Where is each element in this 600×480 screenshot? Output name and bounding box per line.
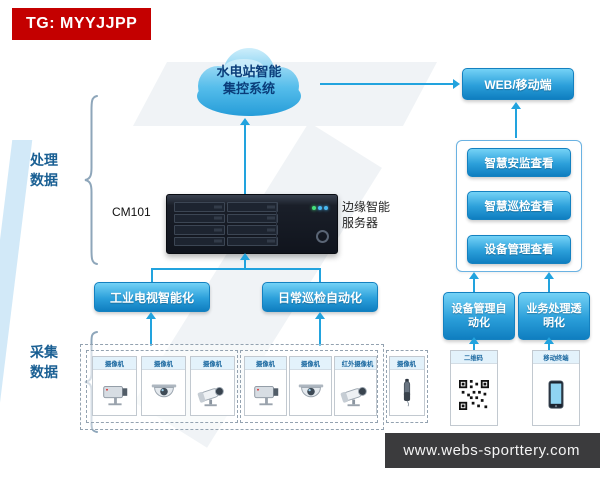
brace-collecting — [84, 331, 98, 433]
brace-processing — [84, 95, 98, 265]
device-label: 摄像机 — [301, 360, 320, 368]
smart-safety-view-button[interactable]: 智慧安监查看 — [467, 148, 571, 178]
arrowhead — [511, 102, 521, 109]
device-cell: 摄像机 — [190, 356, 235, 416]
collecting-data-label: 采集数据 — [30, 344, 58, 381]
connector-line — [319, 319, 321, 346]
business-transparency-button[interactable]: 业务处理透明化 — [518, 292, 590, 340]
mobile-terminal-box: 移动终端 — [532, 350, 580, 426]
connector-line — [548, 279, 550, 292]
device-cell: 摄像机 — [92, 356, 137, 416]
connector-line — [320, 83, 454, 85]
device-label: 摄像机 — [256, 360, 275, 368]
device-label: 摄像机 — [154, 360, 173, 368]
arrowhead — [544, 337, 554, 344]
connector-line — [151, 268, 321, 270]
device-cell: 红外摄像机 — [334, 356, 377, 416]
handheld-camera-icon — [403, 378, 411, 407]
view-panel: 智慧安监查看 智慧巡检查看 设备管理查看 — [456, 140, 582, 272]
device-label: 红外摄像机 — [341, 360, 374, 368]
server-model-label: CM101 — [112, 205, 151, 219]
dome-camera-icon — [151, 384, 176, 397]
web-mobile-button[interactable]: WEB/移动端 — [462, 68, 574, 100]
bullet-camera-icon — [197, 386, 224, 406]
connector-line — [473, 279, 475, 292]
server-control-panel — [276, 203, 331, 245]
device-cell: 摄像机 — [389, 356, 425, 416]
device-cell: 摄像机 — [289, 356, 332, 416]
connector-line — [319, 268, 321, 282]
smartphone-icon — [548, 379, 564, 409]
connector-line — [244, 125, 246, 194]
connector-line — [473, 344, 475, 350]
cloud-icon — [197, 48, 301, 116]
device-label: 摄像机 — [105, 360, 124, 368]
daily-inspection-button[interactable]: 日常巡检自动化 — [262, 282, 378, 312]
arrowhead — [146, 312, 156, 319]
arrowhead — [453, 79, 460, 89]
edge-server-image — [166, 194, 338, 254]
server-drive-bays — [174, 202, 278, 246]
bullet-camera-icon — [340, 386, 367, 406]
cloud-system-title: 水电站智能集控系统 — [216, 64, 282, 96]
mobile-terminal-label: 移动终端 — [543, 354, 569, 362]
cloud-system-node: 水电站智能集控系统 — [180, 44, 318, 120]
server-power-button-icon — [316, 230, 329, 243]
top-banner: TG: MYYJJPP — [12, 8, 152, 40]
qr-code-box: 二维码 — [450, 350, 498, 426]
device-cell: 摄像机 — [141, 356, 186, 416]
footer-url: www.webs-sporttery.com — [385, 433, 600, 468]
qr-code-icon — [459, 379, 489, 410]
connector-line — [244, 260, 246, 269]
connector-line — [548, 344, 550, 350]
edge-server-label: 边缘智能服务器 — [342, 200, 391, 231]
smart-inspection-view-button[interactable]: 智慧巡检查看 — [467, 191, 571, 221]
connector-line — [151, 268, 153, 282]
arrowhead — [240, 118, 250, 125]
arrowhead — [240, 253, 250, 260]
device-management-automation-button[interactable]: 设备管理自动化 — [443, 292, 515, 340]
industrial-tv-button[interactable]: 工业电视智能化 — [94, 282, 210, 312]
arrowhead — [469, 337, 479, 344]
device-cell: 摄像机 — [244, 356, 287, 416]
qr-code-label: 二维码 — [464, 354, 484, 362]
dome-camera-icon — [298, 384, 323, 397]
arrowhead — [469, 272, 479, 279]
arrowhead — [544, 272, 554, 279]
device-label: 摄像机 — [397, 360, 417, 368]
device-label: 摄像机 — [203, 360, 222, 368]
arrowhead — [315, 312, 325, 319]
box-camera-icon — [102, 385, 127, 405]
connector-line — [515, 109, 517, 138]
processing-data-label: 处理数据 — [30, 152, 58, 189]
connector-line — [150, 319, 152, 346]
device-management-view-button[interactable]: 设备管理查看 — [467, 234, 571, 264]
box-camera-icon — [253, 385, 278, 405]
